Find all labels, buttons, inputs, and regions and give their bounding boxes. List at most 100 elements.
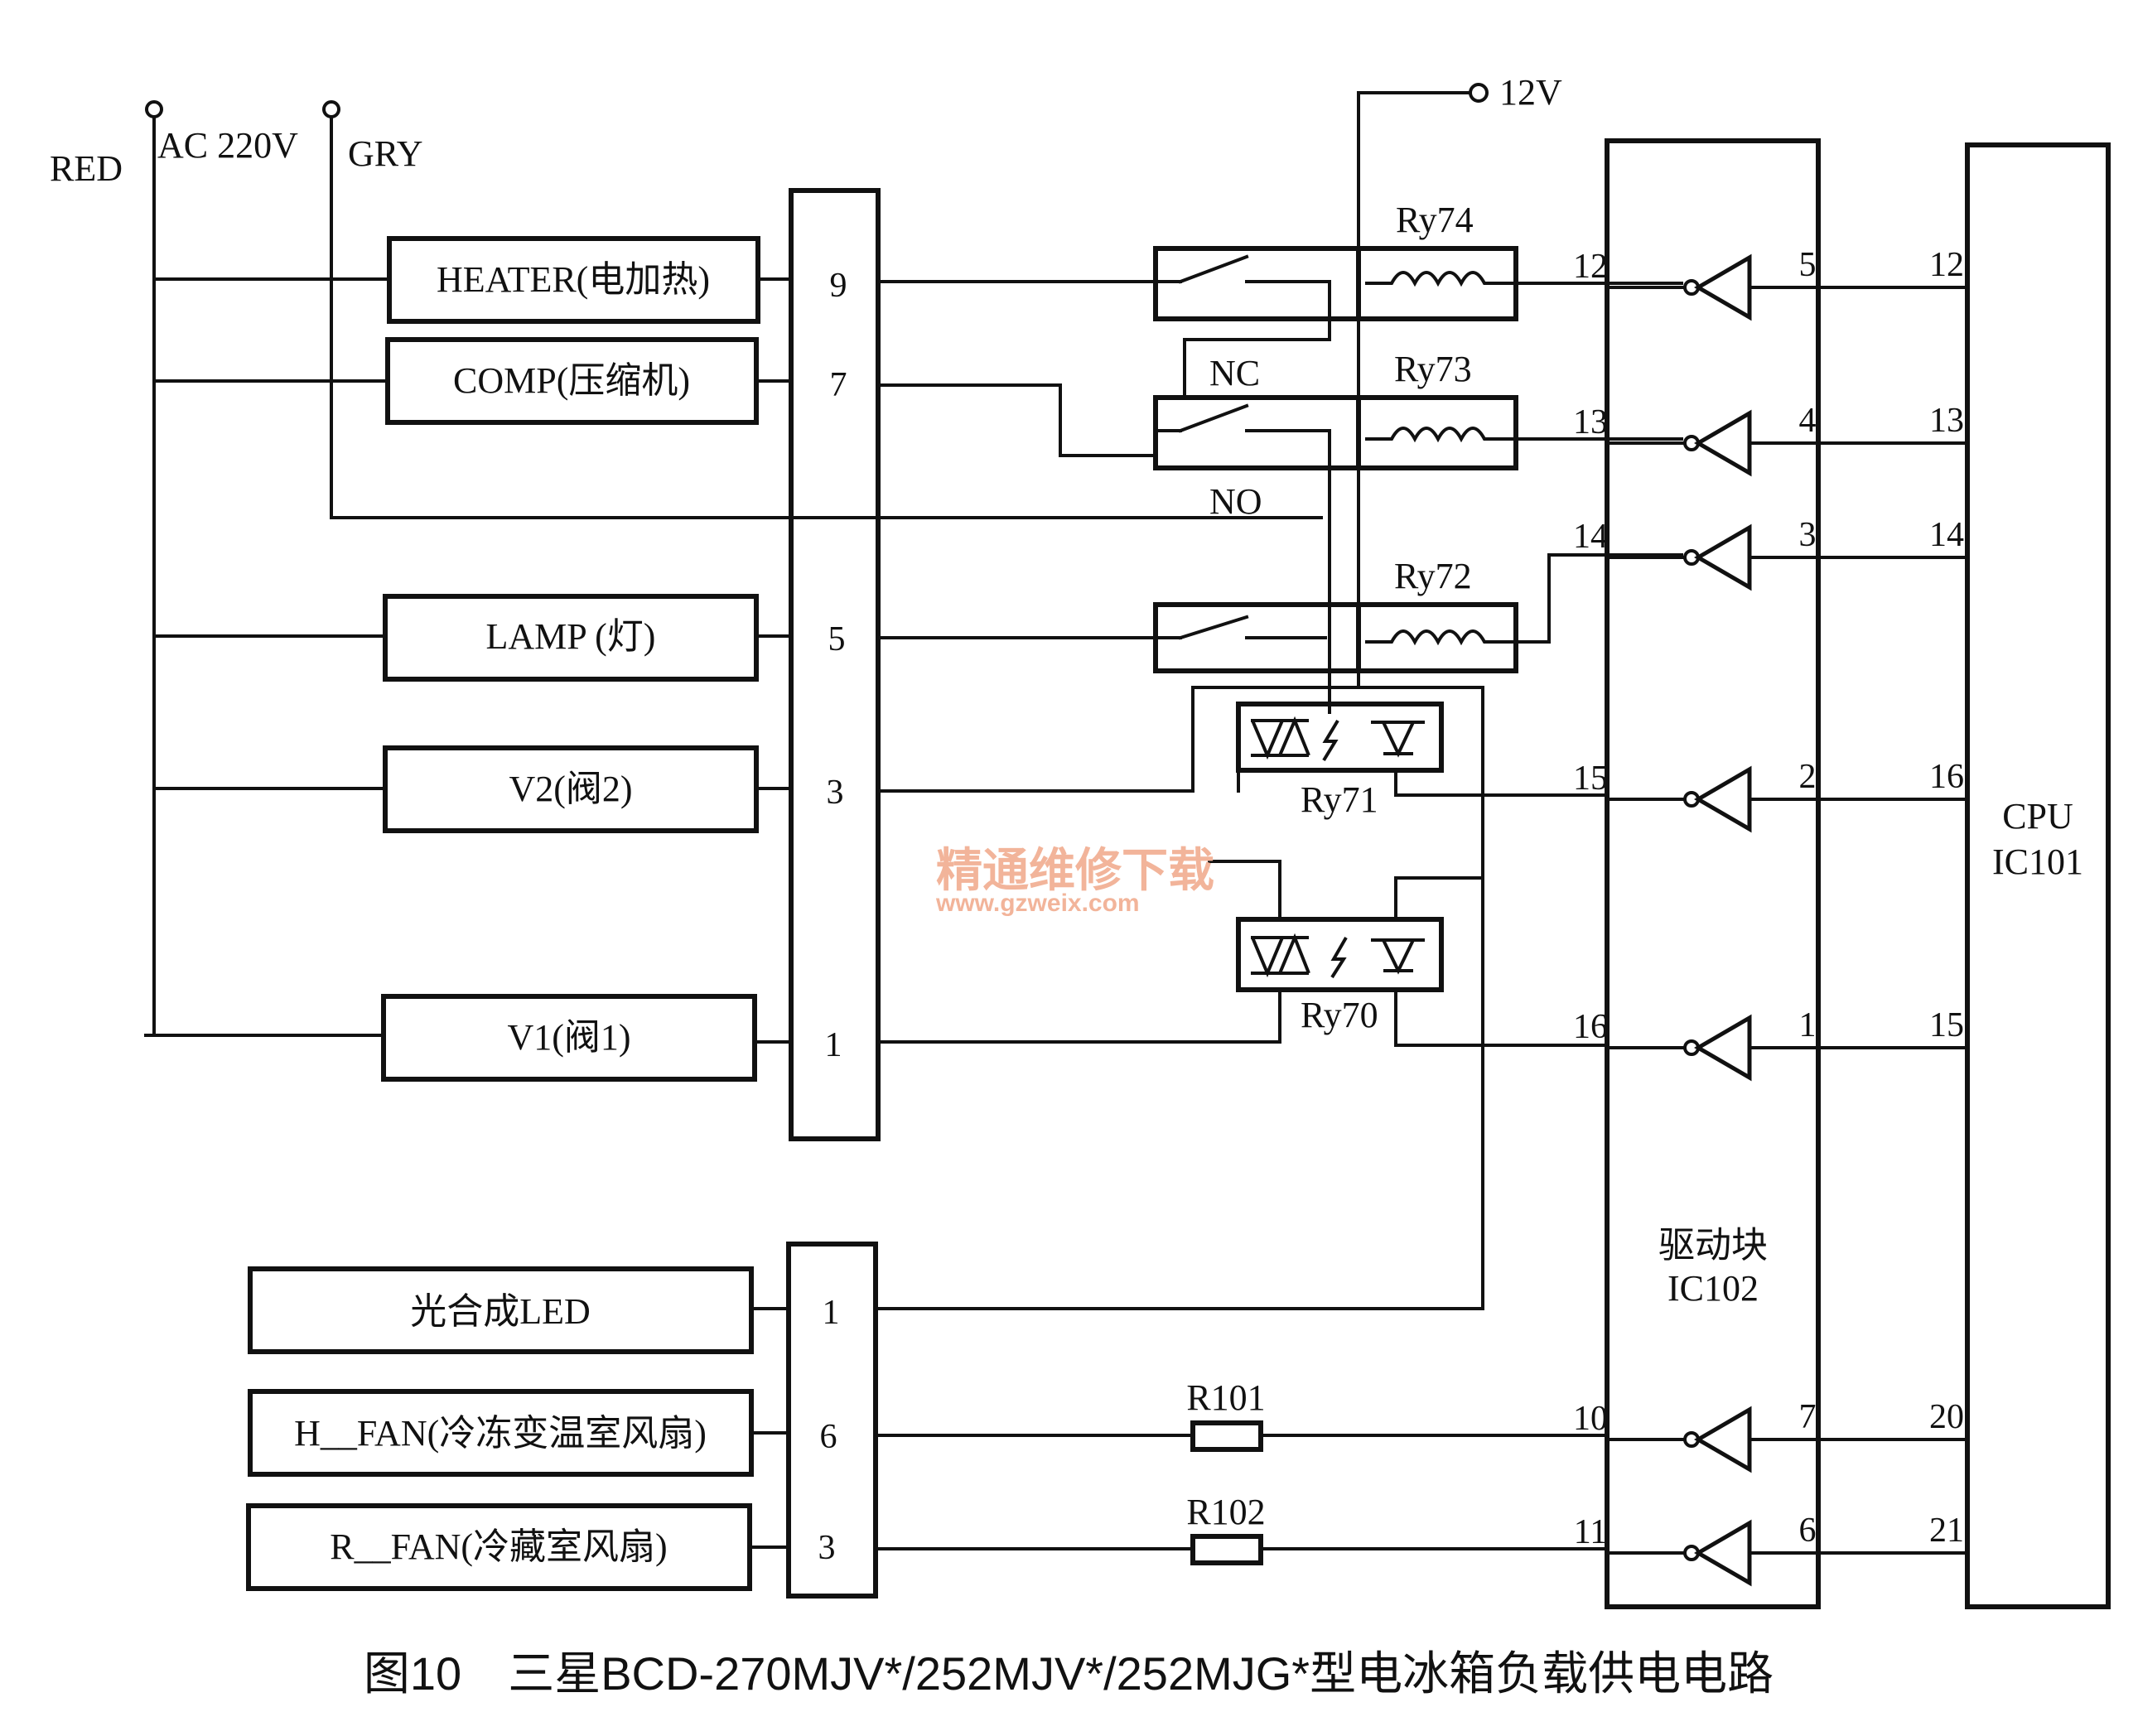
driver-ref: IC102 [1667, 1268, 1759, 1309]
inverter-triangle-icon [1694, 523, 1752, 591]
ry74-label: Ry74 [1396, 200, 1474, 240]
ry70-label: Ry70 [1301, 995, 1378, 1035]
driver-output-pin: 1 [1799, 1006, 1817, 1044]
r101-resistor [1190, 1420, 1263, 1452]
v12-label: 12V [1499, 72, 1562, 113]
ry70-led-icon [1371, 938, 1425, 975]
cpu-pin: 15 [1929, 1006, 1964, 1044]
conn-pin-v1: 1 [825, 1026, 842, 1064]
conn2-pin-rfan: 3 [818, 1529, 836, 1567]
ry71-led-icon [1371, 721, 1425, 758]
cpu-pin: 16 [1929, 758, 1964, 796]
cpu-pin: 13 [1929, 402, 1964, 440]
load-boxes: HEATER(电加热) COMP(压缩机) LAMP (灯) V2(阀2) V1… [144, 236, 760, 1082]
driver-output-pin: 5 [1799, 246, 1817, 284]
inverter-triangle-icon [1694, 409, 1752, 477]
cpu-name: CPU [2002, 796, 2073, 837]
lamp-label: LAMP (灯) [486, 616, 656, 657]
inverter-triangle-icon [1694, 765, 1752, 833]
ry71-label: Ry71 [1301, 779, 1378, 820]
driver-output-pin: 6 [1799, 1512, 1817, 1550]
v2-label: V2(阀2) [509, 769, 632, 809]
cpu-pin: 21 [1929, 1512, 1964, 1550]
r-fan-label: R__FAN(冷藏室风扇) [330, 1526, 667, 1567]
ry73-label: Ry73 [1394, 349, 1472, 389]
figure-caption: 图10 三星BCD-270MJV*/252MJV*/252MJG*型电冰箱负载供… [364, 1647, 1774, 1700]
led-label: 光合成LED [410, 1291, 591, 1332]
ry73-coil [1365, 427, 1518, 443]
gry-label: GRY [348, 133, 422, 174]
ac-label: AC 220V [157, 125, 298, 166]
r102-resistor [1190, 1534, 1263, 1565]
supply-rails: RED AC 220V GRY 12V [50, 72, 1562, 1037]
ry72-label: Ry72 [1394, 556, 1472, 596]
cpu-ref: IC101 [1992, 841, 2083, 882]
ry73-coil-box [1356, 395, 1518, 470]
ry70-light-icon [1330, 937, 1348, 979]
driver-input-pin: 15 [1573, 760, 1608, 798]
ry74-coil [1365, 271, 1518, 287]
cpu-ic101-body [1965, 142, 2111, 1609]
ry71-triac-icon [1251, 716, 1310, 760]
heater-label: HEATER(电加热) [437, 259, 710, 300]
nc-label: NC [1209, 353, 1260, 393]
driver-input-pin: 11 [1574, 1513, 1607, 1551]
v1-label: V1(阀1) [507, 1017, 630, 1058]
relays: Ry74 Ry73 NC NO Ry72 Ry71 [876, 200, 1609, 1310]
driver-output-pin: 2 [1799, 758, 1817, 796]
h-fan-label: H__FAN(冷冻变温室风扇) [294, 1413, 707, 1454]
ry72-coil-box [1356, 602, 1518, 673]
connector-upper: 9 7 5 3 1 [753, 188, 881, 1141]
cpu-ic101: CPU IC101 [1965, 142, 2111, 1609]
ry70-triac-icon [1251, 933, 1310, 978]
conn-pin-lamp: 5 [828, 620, 846, 658]
conn-pin-v2: 3 [827, 774, 844, 812]
ac-red-terminal [145, 100, 163, 118]
driver-gate-row: 11 6 21 [1574, 1512, 1969, 1587]
inverter-triangle-icon [1694, 1519, 1752, 1587]
no-label: NO [1209, 481, 1262, 522]
coil-driver-wires [1514, 282, 1683, 644]
driver-gate-row: 16 1 15 [1573, 1006, 1969, 1082]
conn-pin-comp: 7 [830, 366, 847, 404]
comp-label: COMP(压缩机) [453, 360, 690, 401]
watermark: 精通维修下载 www.gzweix.com [935, 844, 1214, 917]
r101-label: R101 [1186, 1377, 1265, 1418]
driver-output-pin: 3 [1799, 516, 1817, 554]
inverter-triangle-icon [1694, 253, 1752, 321]
connector-upper-body [789, 188, 881, 1141]
driver-input-pin: 10 [1573, 1400, 1608, 1438]
driver-input-pin: 16 [1573, 1008, 1608, 1046]
driver-output-pin: 4 [1799, 402, 1817, 440]
v1-box [381, 994, 757, 1082]
connector-lower-body [786, 1242, 878, 1599]
driver-ic102-body [1605, 138, 1821, 1609]
inverter-triangle-icon [1694, 1014, 1752, 1082]
cpu-pin: 12 [1929, 246, 1964, 284]
driver-input-pin: 14 [1573, 518, 1608, 556]
ac-gry-terminal [322, 100, 340, 118]
ry72-coil [1365, 629, 1518, 646]
red-label: RED [50, 148, 123, 189]
lower-loads: 光合成LED H__FAN(冷冻变温室风扇) R__FAN(冷藏室风扇) 1 6… [246, 1242, 1609, 1599]
driver-output-pin: 7 [1799, 1398, 1817, 1436]
v12-rail [1357, 91, 1472, 687]
inverter-triangle-icon [1694, 1406, 1752, 1473]
conn2-pin-hfan: 6 [820, 1418, 837, 1456]
driver-gate-row: 15 2 16 [1573, 758, 1969, 833]
v12-terminal [1469, 83, 1489, 103]
ry70-ssr-box [1236, 917, 1444, 992]
cpu-pin: 14 [1929, 516, 1964, 554]
watermark-cn: 精通维修下载 [936, 844, 1214, 896]
cpu-pin: 20 [1929, 1398, 1964, 1436]
r102-label: R102 [1186, 1492, 1265, 1532]
gry-rail [330, 115, 1323, 519]
driver-input-pin: 12 [1573, 248, 1608, 286]
driver-name: 驱动块 [1658, 1225, 1768, 1266]
conn2-pin-led: 1 [823, 1294, 840, 1332]
driver-gate-row: 10 7 20 [1573, 1398, 1969, 1473]
watermark-url: www.gzweix.com [935, 890, 1140, 917]
